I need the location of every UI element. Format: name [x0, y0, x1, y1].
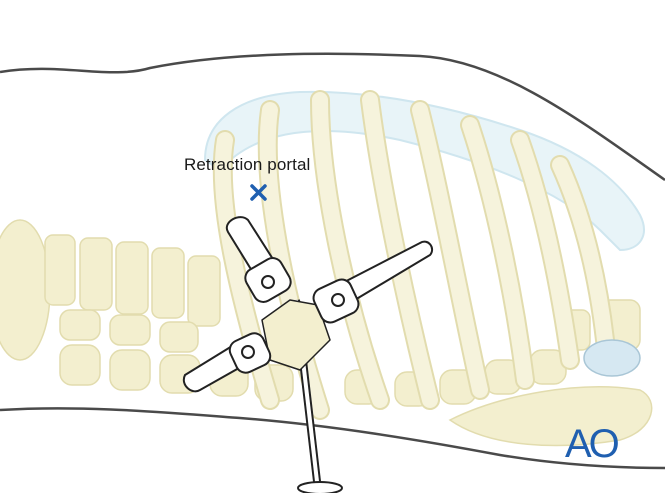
abdominal-structures [448, 339, 653, 447]
x-mark-icon [250, 184, 267, 201]
spine [0, 219, 641, 407]
retraction-portal-label: Retraction portal [184, 155, 311, 174]
body-outline [0, 52, 665, 470]
rib-cage [212, 90, 615, 420]
ao-logo: AO [565, 422, 620, 466]
retractor-instrument [182, 216, 434, 493]
